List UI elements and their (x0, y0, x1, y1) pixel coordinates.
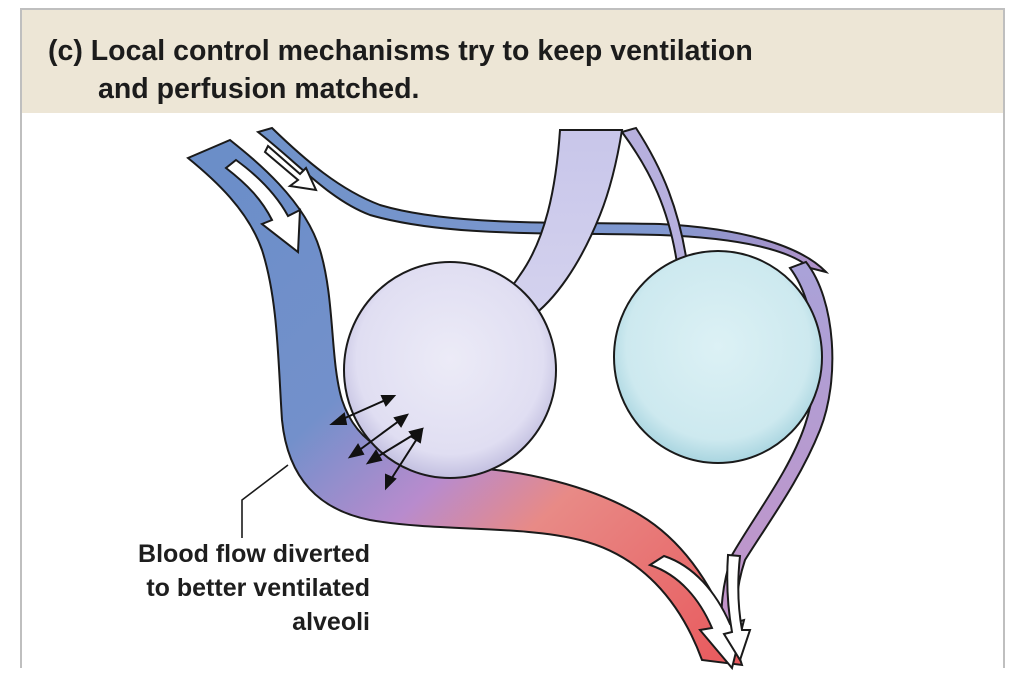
flow-arrow-bottom (647, 554, 746, 671)
title-line-1: (c) Local control mechanisms try to keep… (48, 35, 753, 67)
flow-arrow-left (224, 158, 302, 254)
callout-line-2: to better ventilated (146, 574, 370, 602)
title-banner (22, 10, 1003, 113)
arteriole-branch (255, 126, 830, 274)
callout-line-1: Blood flow diverted (138, 540, 370, 568)
gas-exchange-arrows (329, 395, 424, 491)
capillary-to-right-alveolus (620, 126, 690, 271)
figure-title: (c) Local control mechanisms try to keep… (48, 32, 968, 108)
title-line-2: and perfusion matched. (98, 73, 420, 105)
well-ventilated-alveolus (343, 261, 557, 479)
flow-arrow-right-venule (722, 553, 752, 663)
callout-label: Blood flow diverted to better ventilated… (60, 537, 370, 639)
callout-leader (241, 464, 289, 538)
main-vessel (186, 138, 744, 667)
flow-arrow-upper (263, 144, 318, 192)
poorly-ventilated-alveolus (613, 250, 823, 464)
callout-line-3: alveoli (292, 608, 370, 636)
